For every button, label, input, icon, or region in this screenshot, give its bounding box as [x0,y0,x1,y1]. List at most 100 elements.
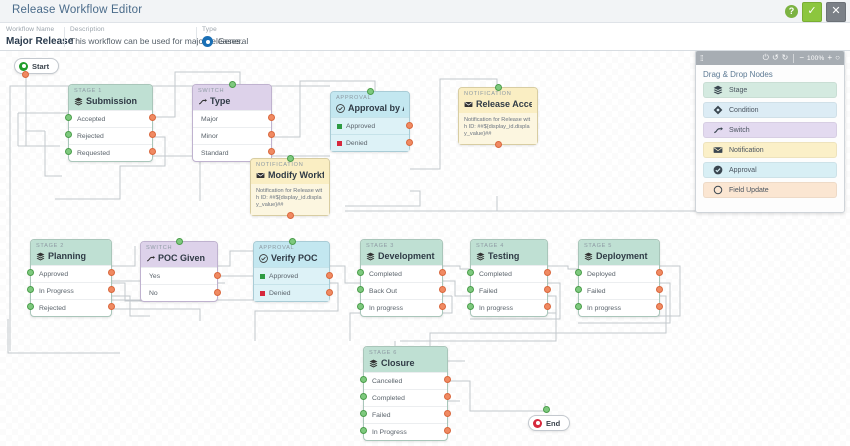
node-development[interactable]: STAGE 3 Development Completed Back Out I… [357,239,446,317]
node-row[interactable]: Completed [361,265,442,282]
output-port[interactable] [656,303,663,310]
node-row[interactable]: No [141,284,217,301]
output-port[interactable] [544,286,551,293]
end-node[interactable]: End [528,415,571,431]
output-port[interactable] [214,289,221,296]
node-closure[interactable]: STAGE 6 Closure Cancelled Completed Fail… [360,346,451,441]
node-row[interactable]: Denied [254,284,329,301]
node-row[interactable]: Denied [331,134,409,151]
output-port[interactable] [439,269,446,276]
output-port[interactable] [439,303,446,310]
node-palette-panel[interactable]: ⁞⁞ ⏻ ↺ ↻ − 100% + ○ Drag & Drop Nodes St… [695,51,845,213]
input-port[interactable] [27,286,34,293]
undo-icon[interactable]: ↺ [771,53,779,62]
palette-item-approval[interactable]: Approval [703,162,837,178]
input-port[interactable] [357,286,364,293]
node-row[interactable]: Back Out [361,282,442,299]
workflow-type-field[interactable]: Type General [202,26,248,48]
node-type[interactable]: SWITCH Type Major Minor Standard [192,81,275,162]
output-port[interactable] [495,140,502,148]
output-port[interactable] [108,303,115,310]
redo-icon[interactable]: ↻ [781,53,789,62]
input-port[interactable] [575,303,582,310]
node-row[interactable]: Standard [193,144,271,161]
node-row[interactable]: In progress [361,299,442,316]
node-row[interactable]: Failed [579,282,659,299]
node-row[interactable]: In progress [471,299,547,316]
output-port[interactable] [149,148,156,155]
node-row[interactable]: Completed [364,389,447,406]
node-poc-given[interactable]: SWITCH POC Given Yes No [140,238,221,302]
input-port[interactable] [65,148,72,155]
input-port[interactable] [360,410,367,417]
output-port[interactable] [444,427,451,434]
input-port[interactable] [357,303,364,310]
input-port[interactable] [360,393,367,400]
output-port[interactable] [268,114,275,121]
node-row[interactable]: Accepted [69,110,152,127]
output-port[interactable] [287,211,294,219]
start-node[interactable]: Start [14,58,60,74]
input-port[interactable] [575,269,582,276]
output-port[interactable] [108,269,115,276]
node-row[interactable]: Approved [331,117,409,134]
output-port[interactable] [326,272,333,279]
output-port[interactable] [544,303,551,310]
input-port[interactable] [65,114,72,121]
input-port[interactable] [65,131,72,138]
node-deployment[interactable]: STAGE 5 Deployment Deployed Failed In pr… [575,239,663,317]
cancel-button[interactable]: ✕ [826,1,846,22]
start-output-port[interactable] [22,71,29,78]
input-port[interactable] [467,286,474,293]
palette-item-stage[interactable]: Stage [703,82,837,98]
output-port[interactable] [214,272,221,279]
workflow-name-field[interactable]: Workflow Name Major Release [6,26,73,48]
palette-item-condition[interactable]: Condition [703,102,837,118]
node-row[interactable]: In progress [579,299,659,316]
output-port[interactable] [656,269,663,276]
input-port[interactable] [575,286,582,293]
node-row[interactable]: Approved [254,267,329,284]
node-release-accepted[interactable]: NOTIFICATION Release Accepted Notificati… [458,84,538,148]
node-row[interactable]: Major [193,110,271,127]
input-port[interactable] [360,427,367,434]
palette-toolbar[interactable]: ⁞⁞ ⏻ ↺ ↻ − 100% + ○ [696,51,844,65]
input-port[interactable] [467,269,474,276]
node-row[interactable]: Approved [31,265,111,282]
palette-item-notification[interactable]: Notification [703,142,837,158]
output-port[interactable] [406,122,413,129]
output-port[interactable] [439,286,446,293]
input-port[interactable] [495,84,502,91]
node-row[interactable]: Failed [364,406,447,423]
node-testing[interactable]: STAGE 4 Testing Completed Failed In prog… [467,239,551,317]
palette-item-field-update[interactable]: Field Update [703,182,837,198]
power-icon[interactable]: ⏻ [762,53,769,62]
input-port[interactable] [367,88,374,95]
palette-item-switch[interactable]: Switch [703,122,837,138]
node-row[interactable]: Requested [69,144,152,161]
node-row[interactable]: Yes [141,267,217,284]
workflow-description-field[interactable]: Description This workflow can be used fo… [70,26,243,48]
output-port[interactable] [149,114,156,121]
help-icon[interactable]: ? [785,5,798,18]
input-port[interactable] [360,376,367,383]
node-modify-workflow[interactable]: NOTIFICATION Modify Workflow Notificatio… [250,155,330,219]
output-port[interactable] [444,376,451,383]
node-row[interactable]: Failed [471,282,547,299]
node-planning[interactable]: STAGE 2 Planning Approved In Progress Re… [27,239,115,317]
output-port[interactable] [444,410,451,417]
output-port[interactable] [268,131,275,138]
input-port[interactable] [229,81,236,88]
node-row[interactable]: In Progress [364,423,447,440]
input-port[interactable] [357,269,364,276]
node-row[interactable]: Completed [471,265,547,282]
input-port[interactable] [467,303,474,310]
fit-to-screen-icon[interactable]: ○ [835,53,840,62]
node-row[interactable]: Minor [193,127,271,144]
zoom-in-button[interactable]: + [827,53,833,62]
end-input-port[interactable] [543,406,550,413]
input-port[interactable] [176,238,183,245]
node-row[interactable]: In Progress [31,282,111,299]
input-port[interactable] [289,238,296,245]
output-port[interactable] [406,139,413,146]
